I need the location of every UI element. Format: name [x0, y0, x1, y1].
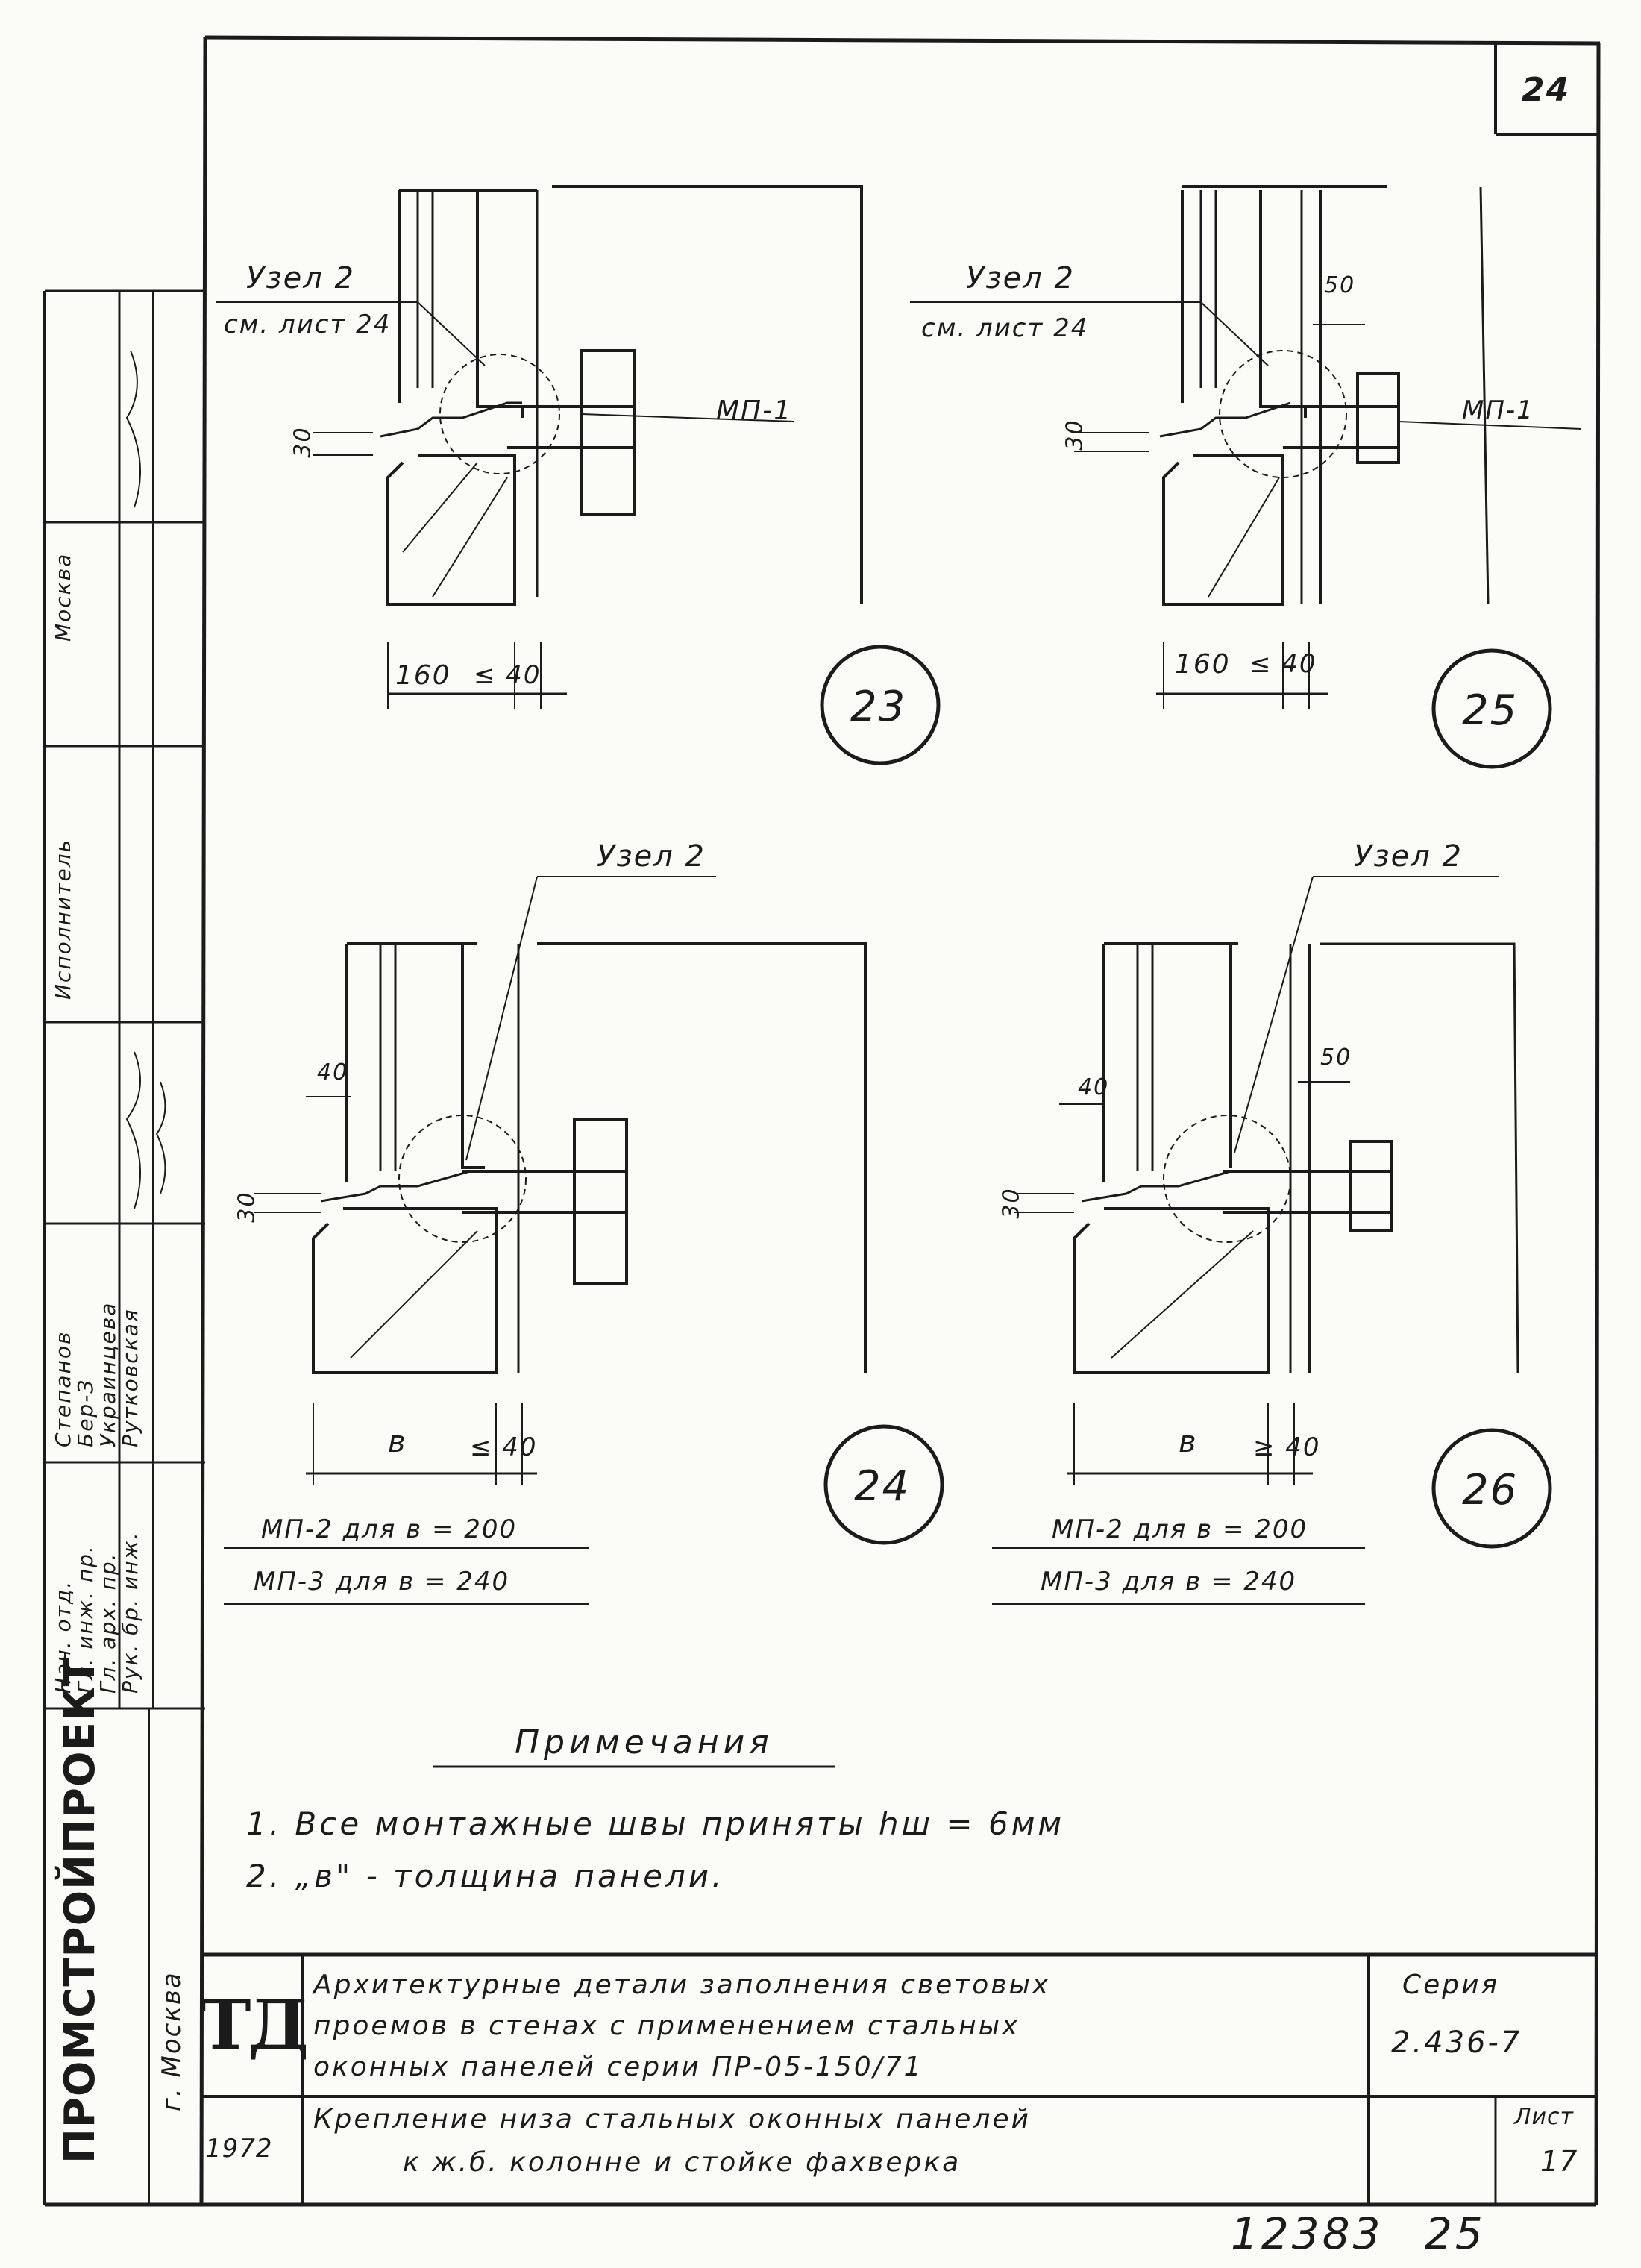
detail-24-joint-dim: ≤ 40 — [470, 1432, 538, 1462]
detail-23-ref-label: см. лист 24 — [224, 310, 392, 339]
note-item-1: 1. Все монтажные швы приняты hш = 6мм — [246, 1805, 1065, 1842]
detail-24-drawing — [224, 876, 867, 1605]
detail-25-ref-label: см. лист 24 — [921, 313, 1089, 343]
detail-23-width-dim: 160 — [395, 660, 451, 691]
detail-26-note-1: МП-2 для в = 200 — [1052, 1514, 1308, 1544]
detail-24-note-2: МП-3 для в = 240 — [254, 1567, 510, 1597]
detail-23-node-label: Узел 2 — [246, 261, 355, 295]
detail-23-number: 23 — [850, 683, 907, 731]
title-block-logo: ТД — [200, 1985, 309, 2065]
detail-23-circle — [820, 645, 941, 765]
detail-24-width-dim: в — [388, 1425, 407, 1459]
detail-26-note-2: МП-3 для в = 240 — [1041, 1567, 1297, 1597]
detail-24-circle — [823, 1424, 944, 1545]
detail-26-top-dim: 40 — [1078, 1074, 1110, 1100]
sheet-label: Лист — [1514, 2104, 1575, 2130]
detail-23-part-label: МП-1 — [716, 395, 793, 426]
note-item-2: 2. „в" - толщина панели. — [246, 1858, 725, 1894]
detail-26-drawing — [992, 876, 1519, 1605]
inventory-number: 12383 — [1231, 2208, 1384, 2259]
detail-25-drawing — [910, 185, 1582, 709]
detail-25-offset-dim: 50 — [1324, 272, 1356, 298]
detail-25-circle — [1431, 648, 1552, 769]
detail-23-joint-dim: ≤ 40 — [474, 660, 542, 690]
page-number: 25 — [1425, 2208, 1486, 2259]
detail-26-circle — [1431, 1428, 1552, 1549]
detail-26-width-dim: в — [1179, 1425, 1198, 1459]
detail-26-offset-dim: 50 — [1320, 1044, 1352, 1071]
series-label: Серия — [1402, 1970, 1500, 2000]
sheet-value: 17 — [1540, 2145, 1578, 2178]
notes-heading: Примечания — [515, 1723, 774, 1761]
detail-24-number: 24 — [854, 1462, 911, 1511]
series-value: 2.436-7 — [1391, 2026, 1522, 2060]
detail-23-drawing — [216, 185, 863, 709]
title-block-year: 1972 — [205, 2134, 273, 2164]
title-line-1: Архитектурные детали заполнения световых — [313, 1970, 1051, 2000]
detail-26-joint-dim: ≥ 40 — [1253, 1432, 1321, 1462]
detail-24-top-dim: 40 — [317, 1059, 349, 1086]
subtitle-line-2: к ж.б. колонне и стойке фахверка — [403, 2147, 961, 2178]
detail-25-width-dim: 160 — [1175, 649, 1231, 680]
detail-25-node-label: Узел 2 — [966, 261, 1075, 295]
detail-25-number: 25 — [1462, 686, 1519, 735]
detail-25-joint-dim: ≤ 40 — [1249, 649, 1317, 679]
corner-sheet-number: 24 — [1522, 71, 1571, 109]
title-line-2: проемов в стенах с применением стальных — [313, 2011, 1020, 2041]
detail-25-part-label: МП-1 — [1462, 395, 1534, 425]
title-line-3: оконных панелей серии ПР-05-150/71 — [313, 2052, 923, 2082]
detail-24-note-1: МП-2 для в = 200 — [261, 1514, 518, 1544]
detail-26-node-label: Узел 2 — [1354, 839, 1463, 874]
subtitle-line-1: Крепление низа стальных оконных панелей — [313, 2104, 1031, 2134]
detail-26-number: 26 — [1462, 1466, 1519, 1514]
detail-24-node-label: Узел 2 — [597, 839, 706, 874]
